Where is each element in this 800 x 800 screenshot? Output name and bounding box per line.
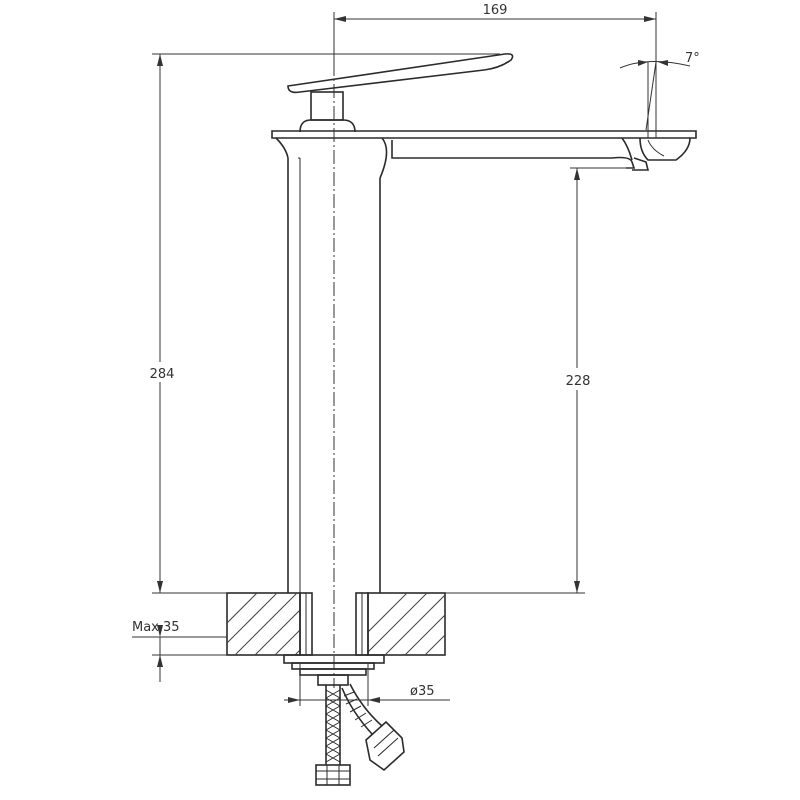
dimension-label-228: 228	[566, 374, 591, 389]
countertop-hatch-left	[227, 593, 300, 655]
dimension-label-max: Max.35	[132, 620, 180, 635]
dimension-spout-height: 228	[445, 167, 632, 594]
countertop-hatch-right	[368, 593, 445, 655]
dimension-hole-diameter: ø35	[284, 663, 450, 706]
countertop-section	[226, 592, 446, 656]
dimension-label-diameter: ø35	[410, 684, 435, 699]
dimension-label-169: 169	[483, 3, 508, 18]
dimension-angle: 7°	[619, 51, 700, 138]
faucet-body	[271, 53, 697, 688]
dimension-top-width: 169	[333, 3, 657, 138]
dimension-max-counter: Max.35	[132, 620, 227, 682]
supply-hoses	[315, 683, 405, 786]
dimension-total-height: 284	[142, 53, 500, 594]
dimension-label-284: 284	[150, 367, 175, 382]
dimension-label-angle: 7°	[685, 51, 700, 66]
mounting-shank	[283, 592, 385, 686]
